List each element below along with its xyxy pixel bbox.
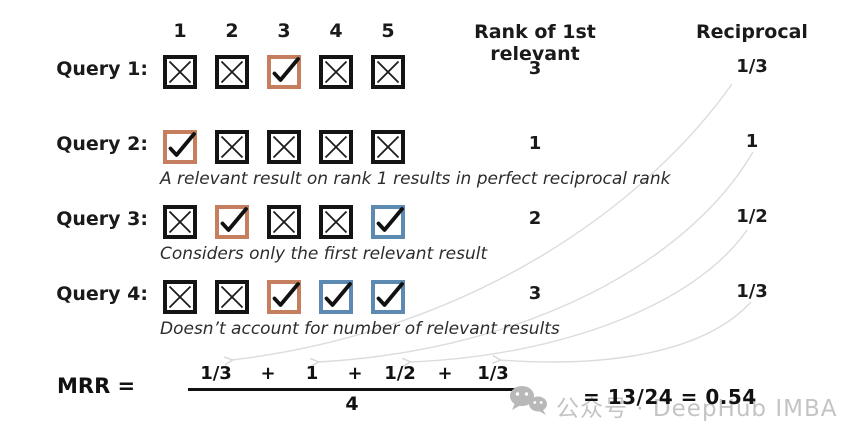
formula-denominator: 4	[345, 393, 359, 415]
numerator-term: 1/3	[477, 363, 509, 384]
checkbox-crossed	[163, 280, 197, 314]
checkbox-crossed	[319, 205, 353, 239]
check-mark-icon	[272, 57, 300, 82]
numerator-plus: +	[437, 363, 453, 384]
arrow-q4-reciprocal	[500, 301, 752, 362]
checkbox-crossed	[267, 130, 301, 164]
checkbox-crossed	[267, 205, 301, 239]
checkbox-crossed	[215, 130, 249, 164]
check-mark-icon	[324, 282, 352, 307]
checkbox-checked-orange	[267, 280, 301, 314]
arrow-q2-reciprocal	[318, 151, 754, 362]
checkbox-crossed	[371, 130, 405, 164]
caption-q2: A relevant result on rank 1 results in p…	[160, 169, 671, 189]
x-mark-icon	[324, 135, 348, 159]
check-mark-icon	[272, 282, 300, 307]
rank-value-q3: 2	[528, 208, 542, 229]
rank-column-header: Rank of 1st relevant	[474, 21, 596, 65]
numerator-plus: +	[347, 363, 363, 384]
x-mark-icon	[168, 60, 192, 84]
position-header-2: 2	[225, 20, 239, 42]
arrow-q3-reciprocal	[410, 229, 748, 362]
checkbox-crossed	[163, 55, 197, 89]
reciprocal-value-q3: 1/2	[736, 206, 768, 227]
checkbox-checked-orange	[215, 205, 249, 239]
rank-value-q1: 3	[528, 58, 542, 79]
query-label-1: Query 1:	[56, 58, 148, 80]
x-mark-icon	[272, 135, 296, 159]
checkbox-checked-blue	[319, 280, 353, 314]
checkbox-checked-blue	[371, 205, 405, 239]
position-header-4: 4	[329, 20, 343, 42]
x-mark-icon	[376, 60, 400, 84]
checkbox-crossed	[371, 55, 405, 89]
checkbox-crossed	[319, 55, 353, 89]
x-mark-icon	[168, 285, 192, 309]
formula-result: = 13/24 = 0.54	[583, 385, 757, 409]
x-mark-icon	[376, 135, 400, 159]
position-header-1: 1	[173, 20, 187, 42]
checkbox-checked-orange	[267, 55, 301, 89]
checkbox-crossed	[319, 130, 353, 164]
arrow-q1-reciprocal	[232, 83, 733, 360]
numerator-plus: +	[260, 363, 276, 384]
query-label-4: Query 4:	[56, 283, 148, 305]
x-mark-icon	[220, 60, 244, 84]
check-mark-icon	[168, 132, 196, 157]
checkbox-crossed	[163, 205, 197, 239]
check-mark-icon	[376, 207, 404, 232]
x-mark-icon	[220, 285, 244, 309]
reciprocal-value-q1: 1/3	[736, 56, 768, 77]
numerator-term: 1	[305, 363, 319, 384]
position-header-5: 5	[381, 20, 395, 42]
checkbox-checked-blue	[371, 280, 405, 314]
checkbox-crossed	[215, 280, 249, 314]
mrr-label: MRR =	[57, 374, 136, 398]
position-header-3: 3	[277, 20, 291, 42]
numerator-term: 1/3	[200, 363, 232, 384]
query-label-3: Query 3:	[56, 208, 148, 230]
fraction-bar	[188, 388, 528, 391]
rank-value-q2: 1	[528, 133, 542, 154]
checkbox-crossed	[215, 55, 249, 89]
reciprocal-column-header: Reciprocal	[696, 21, 808, 43]
x-mark-icon	[220, 135, 244, 159]
checkbox-checked-orange	[163, 130, 197, 164]
caption-q3: Considers only the first relevant result	[160, 244, 488, 264]
x-mark-icon	[324, 60, 348, 84]
x-mark-icon	[168, 210, 192, 234]
rank-value-q4: 3	[528, 283, 542, 304]
check-mark-icon	[220, 207, 248, 232]
query-label-2: Query 2:	[56, 133, 148, 155]
check-mark-icon	[376, 282, 404, 307]
numerator-term: 1/2	[384, 363, 416, 384]
reciprocal-value-q2: 1	[745, 131, 759, 152]
x-mark-icon	[272, 210, 296, 234]
wechat-icon	[510, 386, 547, 415]
reciprocal-value-q4: 1/3	[736, 281, 768, 302]
watermark-text: 公众号 · DeepHub IMBA	[556, 396, 838, 422]
x-mark-icon	[324, 210, 348, 234]
caption-q4: Doesn’t account for number of relevant r…	[160, 319, 560, 339]
